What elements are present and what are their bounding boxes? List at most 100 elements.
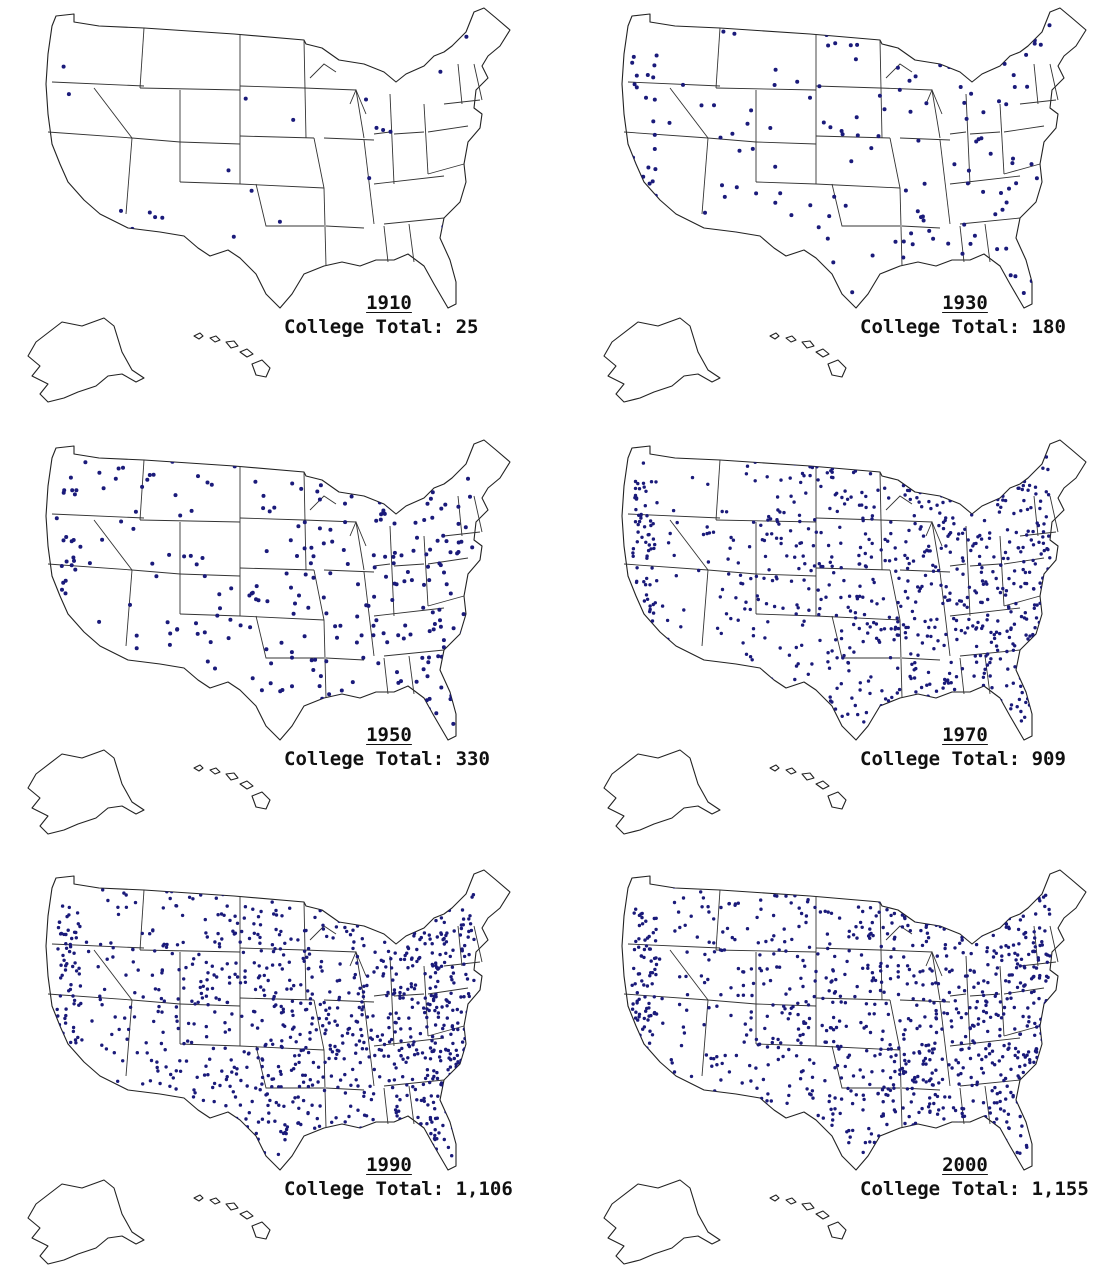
- college-dot: [788, 529, 793, 533]
- college-dot: [724, 670, 729, 674]
- college-dot: [920, 505, 924, 509]
- college-dot: [234, 961, 238, 965]
- college-dot: [1024, 935, 1028, 940]
- college-dot: [1020, 1124, 1024, 1128]
- college-dot: [992, 885, 996, 889]
- state-border: [931, 89, 941, 139]
- college-dot: [687, 274, 692, 279]
- college-dot: [1046, 467, 1050, 472]
- college-dot: [935, 276, 940, 281]
- college-dot: [937, 490, 942, 494]
- college-dot: [372, 1067, 376, 1072]
- college-dot: [730, 131, 735, 136]
- college-dot: [705, 525, 709, 529]
- college-dot: [964, 116, 969, 121]
- state-border: [363, 139, 375, 225]
- college-dot: [233, 884, 237, 889]
- college-dot: [673, 929, 677, 933]
- college-dot: [710, 1064, 714, 1068]
- college-dot: [454, 1124, 458, 1128]
- college-dot: [943, 710, 947, 714]
- college-dot: [993, 212, 998, 217]
- college-dot: [269, 1038, 273, 1042]
- college-dot: [104, 1047, 109, 1051]
- college-dot: [438, 952, 442, 957]
- college-dot: [994, 630, 999, 634]
- college-dot: [1031, 664, 1036, 668]
- college-dot: [190, 962, 195, 966]
- college-dot: [941, 686, 945, 690]
- college-dot: [636, 530, 640, 534]
- college-dot: [342, 1057, 346, 1061]
- state-border: [1003, 125, 1045, 133]
- college-dot: [970, 513, 974, 517]
- college-dot: [860, 925, 864, 929]
- college-dot: [645, 514, 649, 518]
- college-dot: [1006, 1112, 1011, 1116]
- college-dot: [756, 597, 760, 602]
- college-dot: [363, 1143, 367, 1147]
- college-dot: [77, 966, 81, 970]
- college-dot: [719, 684, 724, 688]
- college-dot: [798, 541, 802, 545]
- college-dot: [679, 625, 683, 629]
- college-dot: [430, 515, 435, 520]
- college-dot: [439, 506, 444, 511]
- college-dot: [1047, 907, 1051, 912]
- college-dot: [74, 1041, 78, 1045]
- state-border: [239, 183, 325, 189]
- college-dot: [809, 568, 813, 573]
- college-dot: [883, 35, 888, 40]
- college-dot: [70, 488, 75, 493]
- college-dot: [992, 1101, 997, 1105]
- college-dot: [652, 1060, 656, 1064]
- college-dot: [357, 1039, 362, 1043]
- state-border: [707, 569, 757, 575]
- college-dot: [905, 964, 910, 968]
- college-dot: [988, 467, 992, 471]
- college-dot: [923, 1056, 928, 1061]
- college-dot: [355, 954, 360, 959]
- college-dot: [974, 1149, 978, 1153]
- college-dot: [963, 631, 967, 635]
- college-dot: [431, 964, 435, 968]
- college-dot: [343, 1120, 347, 1124]
- college-dot: [113, 1015, 117, 1019]
- college-dot: [729, 265, 734, 270]
- college-dot: [371, 1117, 375, 1122]
- college-dot: [133, 509, 138, 514]
- college-dot: [246, 886, 250, 890]
- college-dot: [322, 1088, 327, 1093]
- college-dot: [709, 1056, 713, 1061]
- college-dot: [824, 976, 828, 980]
- college-dot: [997, 710, 1001, 714]
- college-dot: [922, 181, 927, 186]
- college-dot: [114, 1137, 118, 1142]
- college-dot: [1044, 1096, 1048, 1101]
- college-dot: [634, 939, 638, 944]
- college-dot: [364, 603, 369, 608]
- college-dot: [217, 997, 221, 1002]
- college-dot: [765, 1099, 769, 1103]
- college-dot: [1009, 1090, 1013, 1095]
- college-dot: [956, 706, 961, 711]
- college-dot: [439, 1059, 443, 1063]
- college-dot: [870, 253, 875, 258]
- college-dot: [768, 978, 773, 983]
- college-dot: [436, 654, 441, 659]
- college-dot: [789, 1006, 793, 1010]
- college-dot: [812, 564, 817, 568]
- college-dot: [364, 1047, 369, 1051]
- college-dot: [436, 979, 440, 984]
- college-dot: [700, 905, 704, 909]
- college-dot: [703, 952, 707, 957]
- college-dot: [931, 884, 935, 888]
- college-dot: [807, 587, 811, 591]
- college-dot: [869, 1132, 874, 1136]
- college-dot: [637, 650, 641, 654]
- college-dot: [1013, 951, 1017, 955]
- college-dot: [1047, 715, 1051, 719]
- college-dot: [987, 710, 991, 715]
- college-dot: [289, 650, 294, 655]
- college-dot: [445, 1016, 449, 1020]
